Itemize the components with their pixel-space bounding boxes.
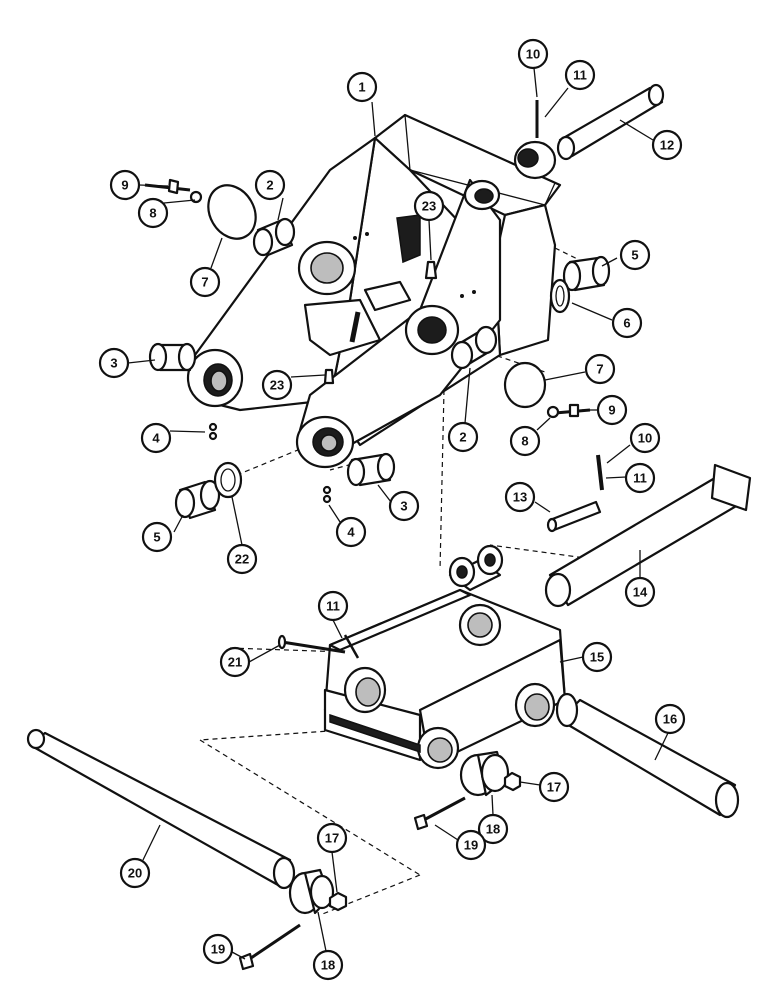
- callout-label: 4: [152, 431, 160, 446]
- callout-11: 11: [564, 59, 596, 91]
- callout-20: 20: [119, 857, 151, 889]
- callout-7: 7: [584, 353, 616, 385]
- bushing-5-left: [174, 479, 221, 520]
- cap-7-left: [207, 184, 257, 240]
- callout-label: 10: [638, 431, 652, 446]
- callout-4: 4: [335, 516, 367, 548]
- callout-15: 15: [581, 641, 613, 673]
- callout-label: 16: [663, 712, 677, 727]
- cap-7-right: [503, 361, 547, 409]
- callout-4: 4: [140, 422, 172, 454]
- callout-23: 23: [261, 369, 293, 401]
- callout-label: 11: [573, 68, 587, 83]
- callout-label: 9: [121, 178, 128, 193]
- callout-label: 4: [347, 525, 355, 540]
- callout-label: 18: [486, 822, 500, 837]
- callout-label: 1: [358, 80, 365, 95]
- callout-label: 3: [400, 499, 407, 514]
- callout-label: 11: [326, 599, 340, 614]
- callout-21: 21: [219, 646, 251, 678]
- callout-23: 23: [413, 190, 445, 222]
- pin-13: [546, 454, 604, 533]
- callout-2: 2: [254, 169, 286, 201]
- callout-7: 7: [189, 266, 221, 298]
- callout-label: 8: [521, 434, 528, 449]
- callout-label: 22: [235, 552, 249, 567]
- pin-20: [26, 728, 296, 890]
- callout-label: 14: [633, 585, 648, 600]
- callout-1: 1: [346, 71, 378, 103]
- callout-label: 3: [110, 356, 117, 371]
- callout-13: 13: [504, 481, 536, 513]
- callout-8: 8: [509, 425, 541, 457]
- callout-label: 20: [128, 866, 142, 881]
- collar-18-right: [459, 750, 510, 797]
- pin-14: [544, 463, 752, 608]
- callout-label: 15: [590, 650, 604, 665]
- callout-12: 12: [651, 129, 683, 161]
- callout-label: 8: [149, 206, 156, 221]
- callout-18: 18: [477, 813, 509, 845]
- callout-label: 7: [596, 362, 603, 377]
- callout-label: 12: [660, 138, 674, 153]
- callout-10: 10: [629, 422, 661, 454]
- bushing-5-right: [562, 255, 611, 292]
- callout-label: 2: [266, 178, 273, 193]
- callout-label: 17: [325, 831, 339, 846]
- small-hardware: [144, 178, 591, 971]
- bushing-3-right: [346, 452, 396, 487]
- callout-label: 5: [153, 530, 160, 545]
- callout-label: 18: [321, 958, 335, 973]
- callout-label: 17: [547, 780, 561, 795]
- pin-16: [555, 692, 740, 819]
- callout-6: 6: [611, 307, 643, 339]
- bushing-3-left: [148, 342, 197, 372]
- bushing-2-upper: [252, 217, 296, 257]
- callout-14: 14: [624, 576, 656, 608]
- callout-17: 17: [316, 822, 348, 854]
- callout-19: 19: [202, 933, 234, 965]
- callout-2: 2: [447, 421, 479, 453]
- callout-16: 16: [654, 703, 686, 735]
- callout-17: 17: [538, 771, 570, 803]
- lower-bracket: [323, 544, 567, 770]
- collar-18-left: [288, 868, 335, 915]
- callout-10: 10: [517, 38, 549, 70]
- thrust-washer-6: [549, 278, 571, 314]
- callout-label: 9: [608, 403, 615, 418]
- callout-11: 11: [317, 590, 349, 622]
- top-boss: [513, 100, 557, 180]
- callout-18: 18: [312, 949, 344, 981]
- callout-label: 5: [631, 248, 638, 263]
- callout-11: 11: [624, 462, 656, 494]
- callout-label: 19: [211, 942, 225, 957]
- leader-lines: [127, 67, 669, 960]
- callout-9: 9: [596, 394, 628, 426]
- thrust-washer-22: [213, 461, 243, 499]
- pin-12: [556, 83, 665, 161]
- callout-label: 23: [422, 199, 436, 214]
- callout-label: 7: [201, 275, 208, 290]
- callout-label: 19: [464, 838, 478, 853]
- callout-label: 2: [459, 430, 466, 445]
- callout-5: 5: [619, 239, 651, 271]
- callout-3: 3: [98, 347, 130, 379]
- callout-label: 21: [228, 655, 242, 670]
- callout-label: 23: [270, 378, 284, 393]
- callout-label: 13: [513, 490, 527, 505]
- callout-3: 3: [388, 490, 420, 522]
- bushing-2-lower: [450, 325, 498, 370]
- callout-label: 6: [623, 316, 630, 331]
- callout-5: 5: [141, 521, 173, 553]
- main-frame: [186, 113, 562, 469]
- callout-8: 8: [137, 197, 169, 229]
- callout-19: 19: [455, 829, 487, 861]
- callout-22: 22: [226, 543, 258, 575]
- callout-9: 9: [109, 169, 141, 201]
- callout-label: 11: [633, 471, 647, 486]
- callout-label: 10: [526, 47, 540, 62]
